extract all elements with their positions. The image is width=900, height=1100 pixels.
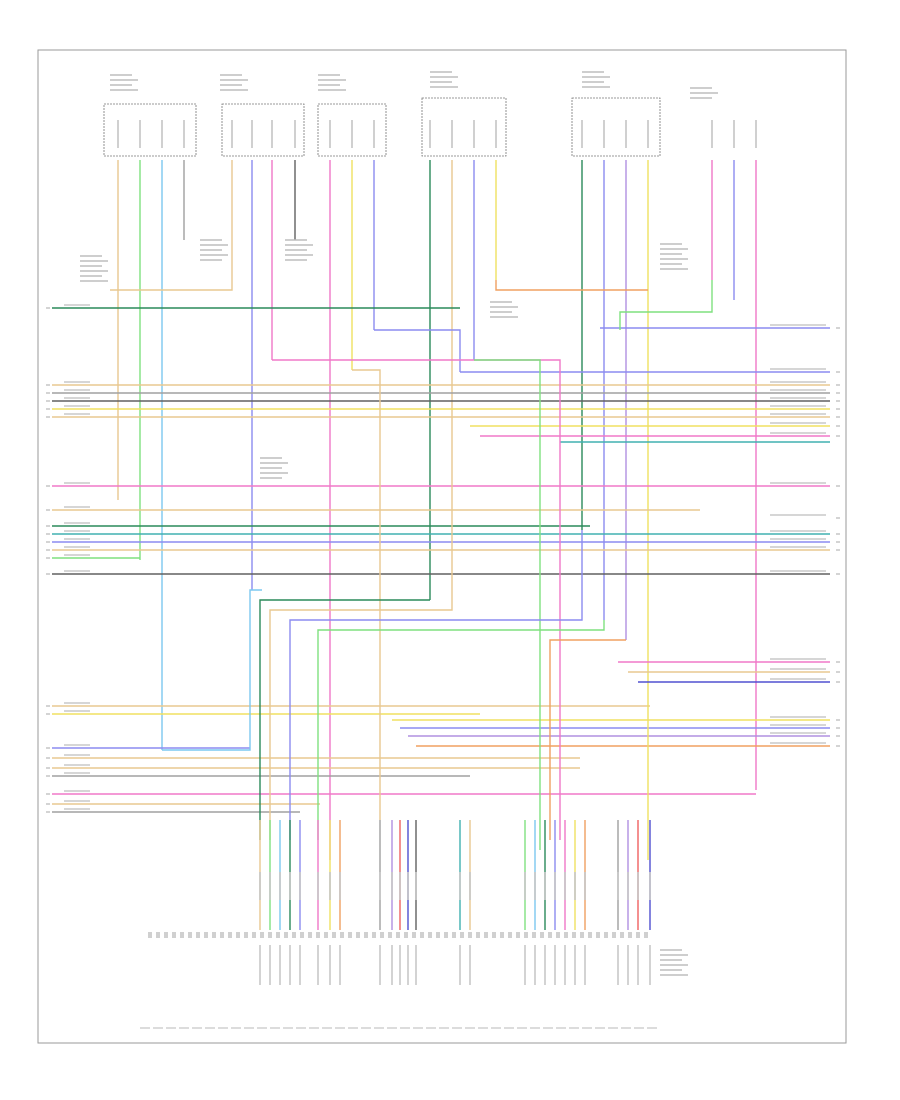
connector-pin xyxy=(324,932,328,938)
component-box-5 xyxy=(571,97,661,157)
connector-pin xyxy=(636,932,640,938)
route-wire xyxy=(289,530,583,840)
connector-pin xyxy=(364,932,368,938)
route-wire xyxy=(495,280,648,291)
connector-pin xyxy=(500,932,504,938)
wire-layer xyxy=(52,160,830,930)
connector-pin xyxy=(164,932,168,938)
route-wire xyxy=(162,589,262,751)
connector-pin xyxy=(492,932,496,938)
connector-pin xyxy=(300,932,304,938)
connector-pin xyxy=(580,932,584,938)
connector-pin xyxy=(244,932,248,938)
connector-pin xyxy=(236,932,240,938)
connector-pin xyxy=(564,932,568,938)
route-wire xyxy=(272,359,561,840)
connector-pin xyxy=(612,932,616,938)
connector-pin xyxy=(388,932,392,938)
connector-pin xyxy=(340,932,344,938)
connector-pin xyxy=(476,932,480,938)
connector-pin xyxy=(308,932,312,938)
route-wire xyxy=(474,359,541,850)
connector-pin xyxy=(148,932,152,938)
component-box-3 xyxy=(317,103,387,157)
route-wire xyxy=(269,430,453,840)
connector-pin xyxy=(452,932,456,938)
pin-layer xyxy=(46,304,840,985)
connector-pin xyxy=(156,932,160,938)
connector-pin xyxy=(252,932,256,938)
connector-pin xyxy=(276,932,280,938)
connector-pin xyxy=(204,932,208,938)
connector-pin xyxy=(332,932,336,938)
connector-pin xyxy=(196,932,200,938)
connector-pin xyxy=(468,932,472,938)
connector-pin xyxy=(620,932,624,938)
connector-pin xyxy=(484,932,488,938)
connector-pin xyxy=(268,932,272,938)
connector-pin xyxy=(572,932,576,938)
connector-pin xyxy=(596,932,600,938)
route-wire xyxy=(352,369,381,820)
route-wire xyxy=(259,599,430,840)
connector-pin xyxy=(548,932,552,938)
connector-pin xyxy=(444,932,448,938)
connector-pin xyxy=(316,932,320,938)
connector-pin xyxy=(348,932,352,938)
component-box-2 xyxy=(221,103,305,157)
connector-pin xyxy=(556,932,560,938)
route-wire xyxy=(549,639,626,840)
connector-pin xyxy=(604,932,608,938)
component-layer xyxy=(80,71,757,1029)
connector-pin xyxy=(644,932,648,938)
route-wire xyxy=(110,285,233,291)
connector-pin xyxy=(436,932,440,938)
connector-pin xyxy=(228,932,232,938)
route-wire xyxy=(317,620,605,840)
route-wire xyxy=(619,280,713,330)
connector-pin xyxy=(372,932,376,938)
connector-pin xyxy=(260,932,264,938)
connector-pin xyxy=(420,932,424,938)
connector-pin xyxy=(396,932,400,938)
connector-pin xyxy=(540,932,544,938)
connector-pin xyxy=(628,932,632,938)
connector-pin xyxy=(524,932,528,938)
connector-pin xyxy=(508,932,512,938)
diagram-border xyxy=(37,49,847,1044)
connector-pin xyxy=(172,932,176,938)
connector-pin xyxy=(404,932,408,938)
connector-pin xyxy=(412,932,416,938)
connector-pin xyxy=(460,932,464,938)
component-box-1 xyxy=(103,103,197,157)
connector-pin xyxy=(212,932,216,938)
connector-pin xyxy=(180,932,184,938)
connector-pin xyxy=(428,932,432,938)
connector-pin xyxy=(588,932,592,938)
connector-pin xyxy=(380,932,384,938)
connector-pin xyxy=(220,932,224,938)
connector-pin xyxy=(516,932,520,938)
route-wire xyxy=(374,329,461,372)
connector-pin xyxy=(292,932,296,938)
connector-pin xyxy=(532,932,536,938)
component-box-4 xyxy=(421,97,507,157)
connector-pin xyxy=(356,932,360,938)
connector-pin xyxy=(188,932,192,938)
connector-pin xyxy=(284,932,288,938)
